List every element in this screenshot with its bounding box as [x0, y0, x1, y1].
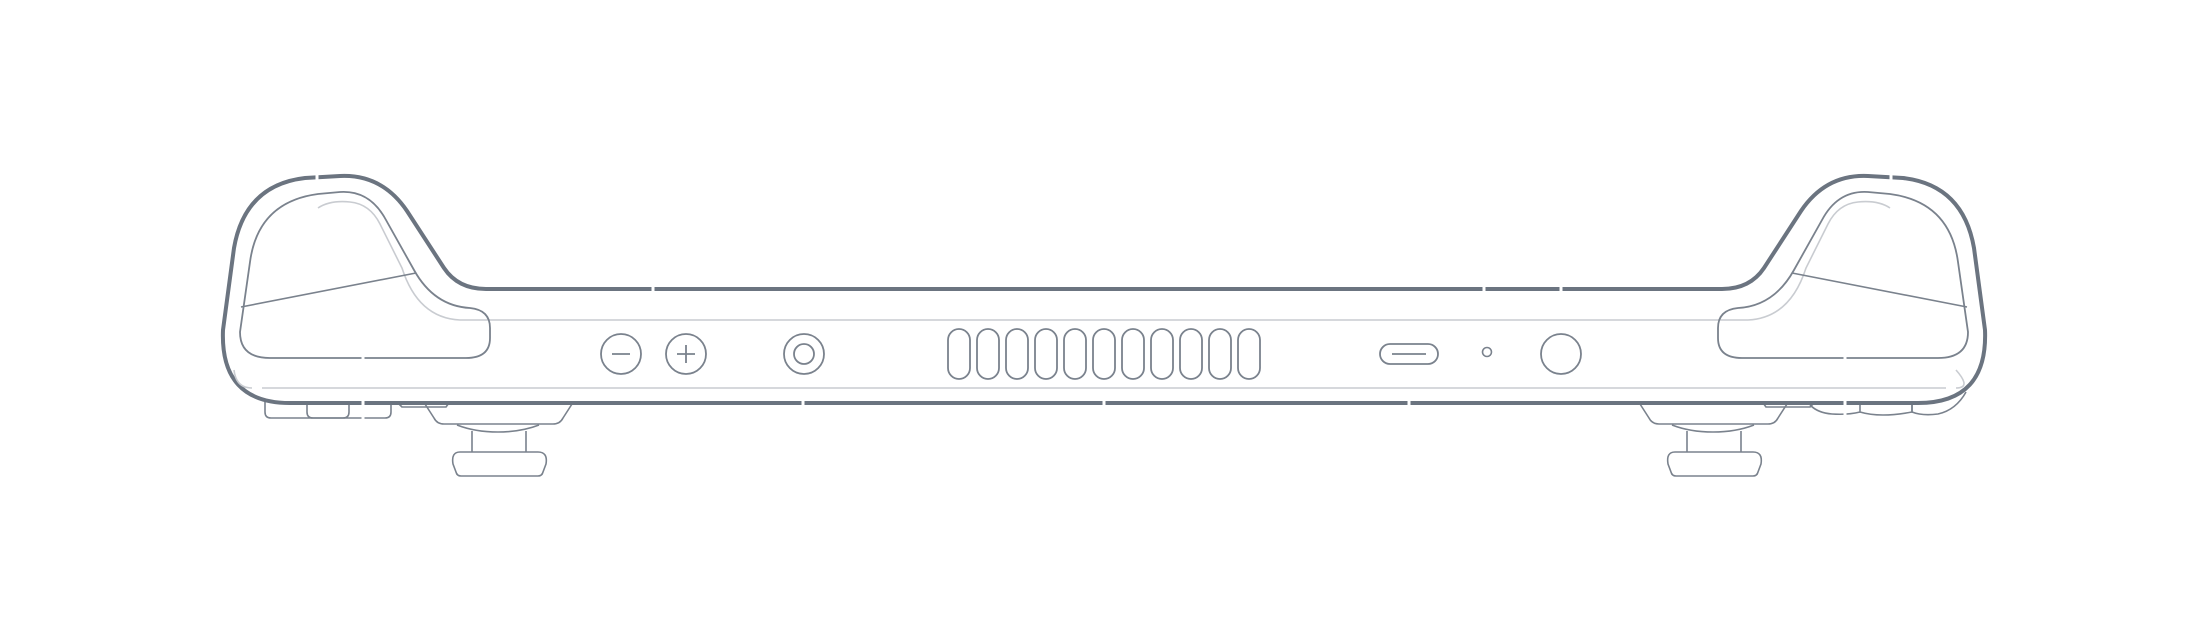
headphone-jack [783, 333, 825, 375]
power-button[interactable] [1540, 333, 1582, 375]
plus-icon [677, 345, 695, 363]
right-trigger [1639, 403, 1788, 477]
vent-slot [947, 328, 971, 380]
vent-slot [1237, 328, 1261, 380]
power-icon [1540, 333, 1582, 375]
device-body-outline [220, 173, 1988, 405]
body-inner-highlight [233, 200, 1965, 389]
vent-slot [1150, 328, 1174, 380]
left-trigger [424, 403, 573, 477]
usb-c-port [1379, 343, 1439, 365]
left-grip-inner-contour [239, 191, 491, 359]
volume-up-button[interactable] [665, 333, 707, 375]
right-grip-seam [1791, 272, 1968, 308]
vent-slot [1005, 328, 1029, 380]
microphone-hole [1481, 346, 1493, 358]
vent-slot [1208, 328, 1232, 380]
vent-slot [976, 328, 1000, 380]
vent-slot [1092, 328, 1116, 380]
circle-port-icon [793, 343, 815, 365]
vent-slot [1179, 328, 1203, 380]
outline-seams [315, 170, 1893, 420]
right-grip-inner-contour [1717, 191, 1969, 359]
vent-slot [1121, 328, 1145, 380]
vent-slot [1063, 328, 1087, 380]
volume-down-button[interactable] [600, 333, 642, 375]
vent-grille [947, 328, 1261, 380]
left-grip-seam [240, 272, 417, 308]
vent-slot [1034, 328, 1058, 380]
